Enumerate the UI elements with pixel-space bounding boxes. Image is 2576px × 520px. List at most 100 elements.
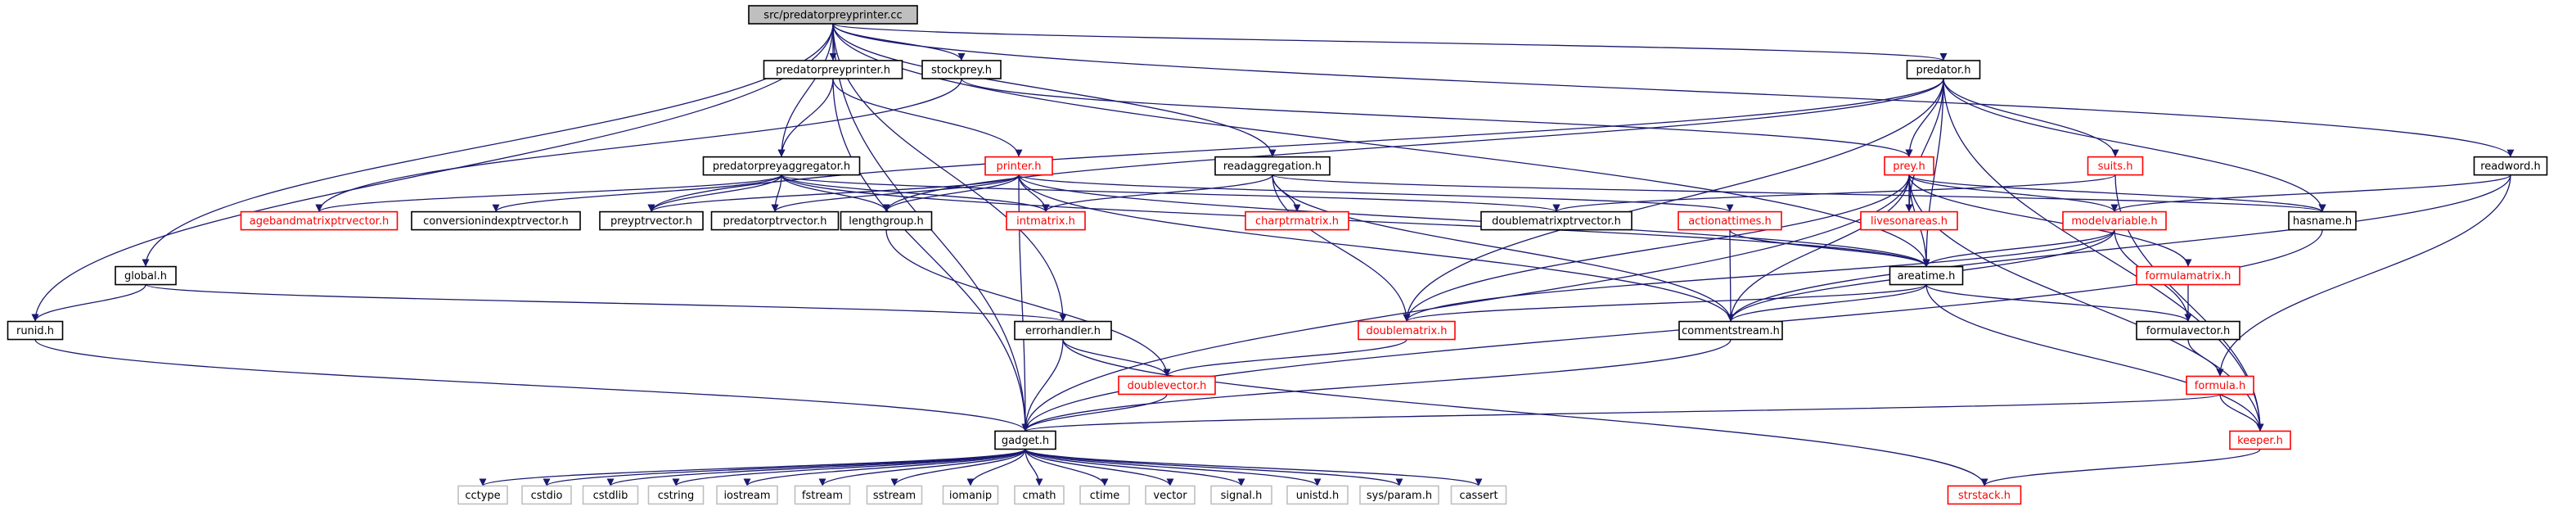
- node-box: [1358, 320, 1456, 341]
- edge-gadget_h-to-sstream: [890, 449, 1026, 486]
- edge-predator_h-to-keeper_h: [1943, 78, 2264, 432]
- edge-modelvariable_h-to-doublematrix_h: [1403, 229, 2115, 322]
- node-formula-h[interactable]: formula.h: [2186, 375, 2254, 396]
- node-label: agebandmatrixptrvector.h: [250, 215, 389, 228]
- node-label: formula.h: [2195, 380, 2246, 392]
- edge-ppp_h-to-printer_h: [832, 78, 1023, 157]
- node-lengthgroup-h[interactable]: lengthgroup.h: [840, 210, 933, 231]
- node-box: [1145, 485, 1196, 505]
- node-cstring: cstring: [647, 485, 705, 505]
- node-doublevector-h[interactable]: doublevector.h: [1118, 375, 1216, 396]
- node-ppagg-h[interactable]: predatorpreyaggregator.h: [702, 156, 861, 176]
- node-actionattimes-h[interactable]: actionattimes.h: [1678, 210, 1782, 231]
- edge-hasname_h-to-gadget_h: [1021, 229, 2323, 432]
- node-ctime: ctime: [1079, 485, 1130, 505]
- node-label: prey.h: [1893, 161, 1925, 173]
- node-agebandmatrixptrvector-h[interactable]: agebandmatrixptrvector.h: [240, 210, 399, 231]
- node-keeper-h[interactable]: keeper.h: [2229, 430, 2291, 450]
- edge-formulavector_h-to-formula_h: [2187, 339, 2224, 377]
- node-box: [521, 485, 572, 505]
- edge-predator_h-to-lengthgroup_h: [882, 78, 1944, 212]
- node-box: [2186, 375, 2254, 396]
- edge-actionattimes_h-to-commentstream_h: [1727, 229, 1735, 322]
- node-global-h[interactable]: global.h: [115, 265, 177, 286]
- edge-gadget_h-to-cstdlib: [606, 448, 1026, 487]
- node-runid-h[interactable]: runid.h: [7, 320, 64, 341]
- node-ppp-h[interactable]: predatorpreyprinter.h: [763, 60, 903, 79]
- edge-areatime_h-to-formulavector_h: [1925, 283, 2192, 323]
- node-stockprey-h[interactable]: stockprey.h: [921, 60, 1002, 79]
- node-intmatrix-h[interactable]: intmatrix.h: [1006, 210, 1086, 231]
- node-box: [840, 210, 933, 231]
- edge-prey_h-to-doublematrix_h: [1403, 174, 1910, 322]
- node-readword-h[interactable]: readword.h: [2473, 156, 2548, 176]
- node-readagg-h[interactable]: readaggregation.h: [1214, 156, 1331, 176]
- edge-readagg_h-to-commentstream_h: [1272, 174, 1735, 322]
- edge-ppagg_h-to-preyptrvector_h: [647, 174, 782, 212]
- node-box: [1118, 375, 1216, 396]
- node-label: fstream: [802, 490, 843, 502]
- node-label: readaggregation.h: [1223, 161, 1322, 173]
- node-doublematrixptrvector-h[interactable]: doublematrixptrvector.h: [1480, 210, 1633, 231]
- node-label: global.h: [124, 270, 167, 283]
- node-box: [866, 485, 923, 505]
- node-label: charptrmatrix.h: [1255, 215, 1339, 228]
- node-fstream: fstream: [794, 485, 851, 505]
- node-formulavector-h[interactable]: formulavector.h: [2136, 320, 2240, 341]
- edge-root-to-ppagg_h: [777, 23, 834, 157]
- node-box: [942, 485, 999, 505]
- edge-printer_h-to-actionattimes_h: [1018, 174, 1734, 213]
- node-box: [2062, 210, 2167, 231]
- node-label: predatorpreyaggregator.h: [713, 161, 850, 173]
- edge-gadget_h-to-cstdio: [543, 448, 1026, 487]
- edge-readword_h-to-formula_h: [2216, 174, 2511, 377]
- node-hasname-h[interactable]: hasname.h: [2288, 210, 2357, 231]
- node-root[interactable]: src/predatorpreyprinter.cc: [748, 5, 918, 25]
- edge-prey_h-to-gadget_h: [1021, 174, 1910, 432]
- node-conversionindexptrvector-h[interactable]: conversionindexptrvector.h: [411, 210, 581, 231]
- node-preyptrvector-h[interactable]: preyptrvector.h: [599, 210, 704, 231]
- node-livesonareas-h[interactable]: livesonareas.h: [1860, 210, 1958, 231]
- edge-formula_h-to-gadget_h: [1022, 393, 2221, 432]
- node-gadget-h[interactable]: gadget.h: [994, 430, 1056, 450]
- node-errorhandler-h[interactable]: errorhandler.h: [1014, 320, 1112, 341]
- node-box: [457, 485, 508, 505]
- node-predatorptrvector-h[interactable]: predatorptrvector.h: [710, 210, 840, 231]
- node-areatime-h[interactable]: areatime.h: [1889, 265, 1964, 286]
- node-label: suits.h: [2098, 161, 2133, 173]
- node-box: [2136, 320, 2240, 341]
- node-printer-h[interactable]: printer.h: [984, 156, 1053, 176]
- edge-keeper_h-to-strstack_h: [1980, 448, 2261, 487]
- edge-ppp_h-to-ppagg_h: [777, 78, 834, 157]
- node-box: [763, 60, 903, 79]
- node-box: [1079, 485, 1130, 505]
- node-prey-h[interactable]: prey.h: [1884, 156, 1934, 176]
- node-box: [994, 430, 1056, 450]
- node-predator-h[interactable]: predator.h: [1906, 60, 1981, 79]
- node-label: doublematrixptrvector.h: [1492, 215, 1621, 228]
- edge-errorhandler_h-to-strstack_h: [1062, 339, 1988, 486]
- node-unistd-h: unistd.h: [1286, 485, 1349, 505]
- node-doublematrix-h[interactable]: doublematrix.h: [1358, 320, 1456, 341]
- edge-root-to-stockprey_h: [832, 23, 966, 61]
- node-box: [2136, 265, 2240, 286]
- node-suits-h[interactable]: suits.h: [2087, 156, 2144, 176]
- node-label: cctype: [465, 490, 500, 502]
- edge-gadget_h-to-signal_h: [1025, 449, 1245, 486]
- node-commentstream-h[interactable]: commentstream.h: [1678, 320, 1783, 341]
- node-box: [647, 485, 705, 505]
- edge-actionattimes_h-to-areatime_h: [1729, 229, 1930, 267]
- edge-ppagg_h-to-conversionindexptrvector_h: [492, 174, 782, 213]
- node-label: runid.h: [16, 325, 54, 337]
- node-label: doublevector.h: [1128, 380, 1207, 392]
- edge-readagg_h-to-doublematrix_h: [1272, 174, 1411, 322]
- node-box: [984, 156, 1053, 176]
- node-iomanip: iomanip: [942, 485, 999, 505]
- node-modelvariable-h[interactable]: modelvariable.h: [2062, 210, 2167, 231]
- node-label: areatime.h: [1898, 270, 1956, 283]
- node-charptrmatrix-h[interactable]: charptrmatrix.h: [1245, 210, 1349, 231]
- node-formulamatrix-h[interactable]: formulamatrix.h: [2136, 265, 2240, 286]
- node-strstack-h[interactable]: strstack.h: [1947, 485, 2022, 505]
- edge-gadget_h-to-cstring: [672, 448, 1026, 487]
